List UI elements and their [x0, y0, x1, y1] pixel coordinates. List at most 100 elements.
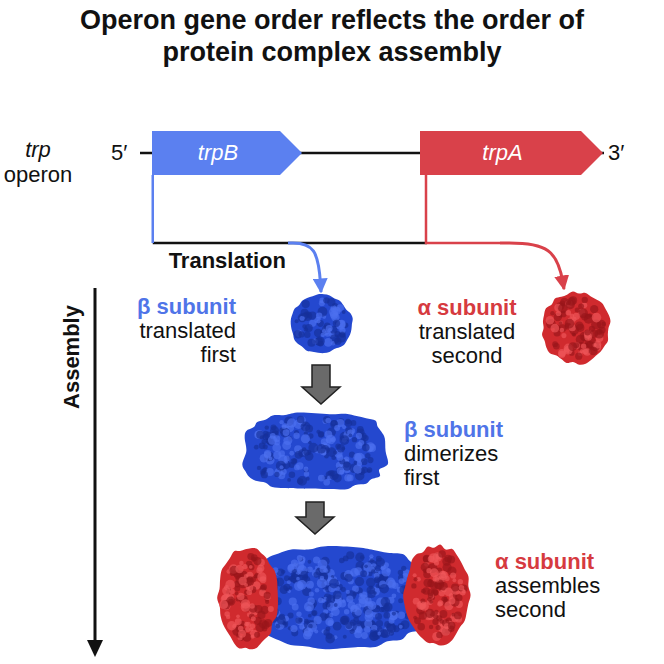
surface-bump — [250, 623, 255, 628]
surface-bump — [289, 471, 296, 478]
surface-bump — [328, 328, 332, 332]
surface-bump — [377, 632, 381, 636]
surface-bump — [438, 550, 445, 557]
surface-bump — [392, 611, 396, 615]
surface-bump — [350, 568, 359, 577]
surface-bump — [398, 598, 403, 603]
surface-bump — [575, 353, 582, 360]
surface-bump — [309, 591, 314, 596]
surface-bump — [305, 425, 313, 433]
surface-bump — [333, 450, 337, 454]
surface-bump — [434, 560, 439, 565]
surface-bump — [283, 584, 290, 591]
subunit-name: β subunit — [116, 295, 236, 319]
surface-texture — [219, 553, 274, 642]
surface-bump — [320, 576, 325, 581]
surface-bump — [304, 471, 309, 476]
gene-arrow-body — [420, 131, 603, 175]
surface-bump — [326, 603, 331, 608]
surface-bump — [455, 594, 462, 601]
surface-texture — [264, 551, 419, 643]
gene-arrow-body — [152, 131, 302, 175]
protein-monomer: α subunittranslated second — [540, 290, 612, 366]
surface-bump — [439, 571, 448, 580]
surface-bump — [325, 418, 330, 423]
surface-bump — [308, 560, 312, 564]
surface-bump — [314, 616, 322, 624]
surface-bump — [295, 617, 302, 624]
gene-name: trpA — [482, 141, 522, 165]
surface-bump — [334, 603, 338, 607]
surface-bump — [550, 311, 555, 316]
surface-bump — [459, 585, 464, 590]
surface-bump — [282, 425, 286, 429]
surface-bump — [264, 450, 272, 458]
protein-illustration — [540, 290, 612, 366]
surface-bump — [341, 618, 348, 625]
surface-bump — [369, 554, 373, 558]
surface-bump — [292, 604, 299, 611]
surface-bump — [296, 616, 305, 625]
surface-bump — [236, 614, 240, 618]
surface-bump — [294, 465, 300, 471]
surface-bump — [365, 609, 373, 617]
translation-label: Translation — [169, 248, 286, 273]
surface-bump — [235, 592, 239, 596]
surface-bump — [364, 565, 368, 569]
surface-bump — [318, 475, 325, 482]
surface-bump — [353, 464, 362, 473]
connector-stem — [426, 175, 500, 243]
surface-bump — [333, 622, 342, 631]
connector-stem — [152, 175, 155, 243]
surface-bump — [560, 328, 564, 332]
surface-bump — [452, 578, 456, 582]
assembly-label: Assembly — [59, 305, 84, 409]
surface-bump — [329, 579, 339, 589]
surface-bump — [344, 474, 352, 482]
surface-bump — [349, 433, 353, 437]
surface-bump — [261, 584, 267, 590]
surface-bump — [575, 322, 584, 331]
surface-bump — [343, 462, 352, 471]
surface-bump — [260, 576, 267, 583]
surface-bump — [268, 606, 274, 612]
surface-bump — [376, 620, 383, 627]
surface-bump — [239, 577, 247, 585]
surface-bump — [584, 329, 590, 335]
surface-bump — [334, 425, 340, 431]
surface-bump — [444, 588, 453, 597]
surface-bump — [389, 618, 395, 624]
surface-bump — [566, 310, 572, 316]
surface-bump — [553, 343, 560, 350]
surface-bump — [316, 319, 320, 323]
surface-bump — [249, 565, 253, 569]
step-description: assembles second — [495, 574, 615, 622]
surface-bump — [248, 564, 254, 570]
protein-illustration — [288, 293, 354, 355]
surface-bump — [559, 321, 563, 325]
surface-bump — [573, 313, 580, 320]
surface-bump — [257, 466, 261, 470]
surface-bump — [341, 587, 346, 592]
diagram-title: Operon gene order reflects the order of … — [57, 4, 607, 69]
surface-bump — [572, 332, 576, 336]
surface-bump — [241, 599, 251, 609]
surface-bump — [337, 444, 345, 452]
surface-bump — [585, 314, 590, 319]
surface-bump — [379, 584, 389, 594]
surface-bump — [254, 445, 259, 450]
surface-bump — [280, 465, 284, 469]
surface-bump — [356, 433, 362, 439]
surface-bump — [304, 332, 310, 338]
surface-bump — [448, 622, 455, 629]
surface-bump — [440, 582, 444, 586]
protein-caption: β subunitdimerizes first — [404, 418, 524, 491]
surface-bump — [434, 577, 439, 582]
protein-surface — [217, 548, 278, 649]
surface-bump — [325, 618, 334, 627]
surface-bump — [339, 600, 347, 608]
surface-bump — [448, 598, 455, 605]
five-prime-label: 5′ — [111, 140, 127, 165]
surface-bump — [323, 416, 330, 423]
surface-bump — [238, 630, 246, 638]
